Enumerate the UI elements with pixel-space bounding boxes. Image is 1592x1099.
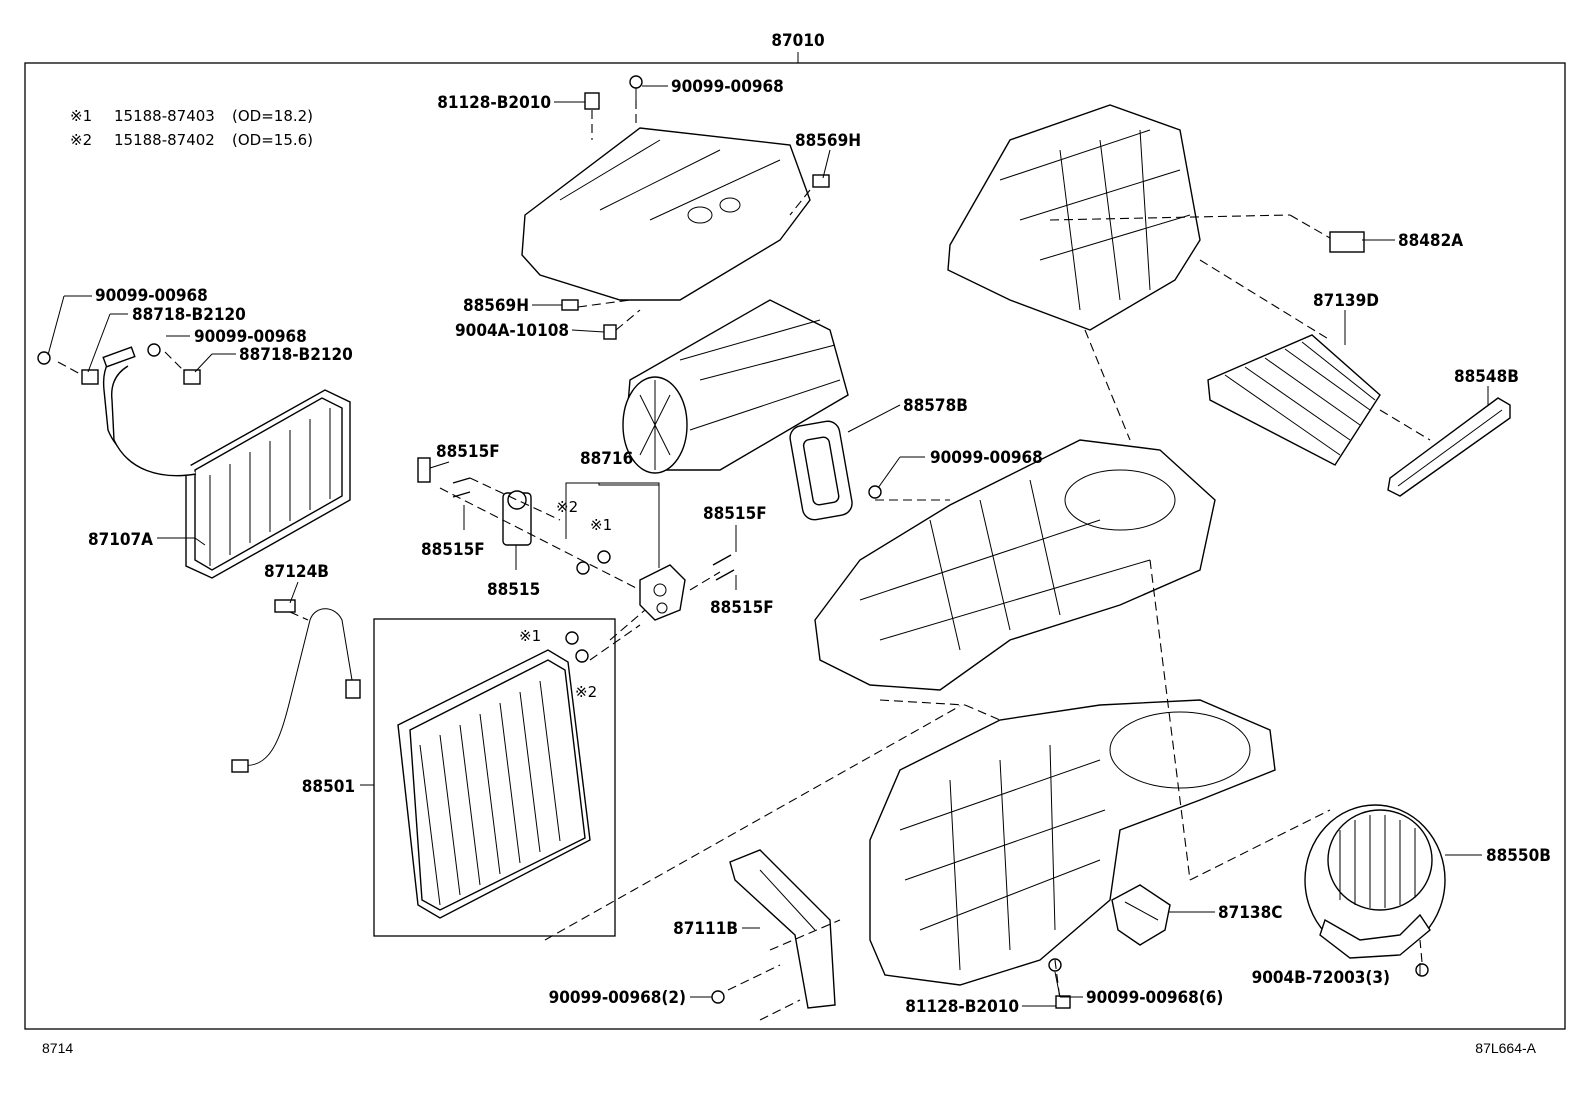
center-case	[814, 439, 1216, 691]
callout-9004b-72003-3: 9004B-72003(3)	[1252, 968, 1390, 988]
callout-88515f-d: 88515F	[710, 598, 774, 618]
filter-cover-strip	[1387, 397, 1511, 497]
lower-case	[869, 699, 1276, 986]
callout-88501: 88501	[302, 777, 355, 797]
blower-cylinder-housing	[622, 299, 849, 474]
callout-90099-00968-mid: 90099-00968	[930, 448, 1043, 468]
callout-88550b: 88550B	[1486, 846, 1551, 866]
callout-90099-00968-6: 90099-00968(6)	[1086, 988, 1223, 1008]
callout-90099-00968-left-b: 90099-00968	[194, 327, 307, 347]
leader-lines	[47, 85, 1489, 1007]
evaporator	[397, 649, 591, 919]
expansion-valve	[502, 490, 532, 546]
callout-87139d: 87139D	[1313, 291, 1379, 311]
callout-88515f-b: 88515F	[421, 540, 485, 560]
callout-mark-1-valve: ※1	[590, 516, 612, 534]
callout-mark-2-evap: ※2	[575, 683, 597, 701]
blower-resistor	[1111, 884, 1171, 946]
callout-87111b: 87111B	[673, 919, 738, 939]
callout-87107a: 87107A	[88, 530, 153, 550]
note-2-mark: ※2	[70, 131, 92, 149]
note-1-spec: (OD=18.2)	[232, 107, 313, 125]
assembly-lines	[57, 100, 1431, 1021]
blower-motor	[1304, 804, 1446, 959]
callout-mark-2-valve: ※2	[556, 498, 578, 516]
callout-87124b: 87124B	[264, 562, 329, 582]
callout-88569h-left: 88569H	[463, 296, 529, 316]
upper-air-duct	[521, 127, 811, 301]
callout-90099-00968-top: 90099-00968	[671, 77, 784, 97]
callout-mark-1-evap: ※1	[519, 627, 541, 645]
callout-88578b: 88578B	[903, 396, 968, 416]
callout-87138c: 87138C	[1218, 903, 1282, 923]
callout-88548b: 88548B	[1454, 367, 1519, 387]
footer-right-code: 87L664-A	[1475, 1040, 1536, 1056]
note-2-part: 15188-87402	[114, 131, 215, 149]
callout-81128-b2010-top: 81128-B2010	[437, 93, 551, 113]
callout-9004a-10108: 9004A-10108	[455, 321, 569, 341]
callout-labels: 81128-B2010 90099-00968 88569H 88569H 90…	[88, 77, 1551, 1017]
note-1-mark: ※1	[70, 107, 92, 125]
callout-88482a: 88482A	[1398, 231, 1463, 251]
notes: ※1 15188-87403 (OD=18.2) ※2 15188-87402 …	[70, 107, 313, 149]
evaporator-box	[373, 618, 616, 937]
top-assembly-label: 87010	[771, 31, 824, 51]
callout-88569h-top: 88569H	[795, 131, 861, 151]
callout-88515f-c: 88515F	[703, 504, 767, 524]
foot-duct	[729, 849, 836, 1009]
callout-81128-b2010-bottom: 81128-B2010	[905, 997, 1019, 1017]
heater-core	[102, 346, 351, 579]
seal-packing	[789, 420, 853, 521]
callout-88718-b2120-a: 88718-B2120	[132, 305, 246, 325]
wire-harness	[231, 599, 361, 773]
callout-88718-b2120-b: 88718-B2120	[239, 345, 353, 365]
callout-90099-00968-left-a: 90099-00968	[95, 286, 208, 306]
valve-block-88716	[639, 564, 686, 621]
note-1-part: 15188-87403	[114, 107, 215, 125]
callout-88716: 88716	[580, 449, 633, 469]
callout-88515f-a: 88515F	[436, 442, 500, 462]
footer-left-code: 8714	[42, 1040, 73, 1056]
callout-90099-00968-2: 90099-00968(2)	[549, 988, 686, 1008]
cabin-air-filter	[1207, 334, 1381, 466]
note-2-spec: (OD=15.6)	[232, 131, 313, 149]
callout-88515: 88515	[487, 580, 540, 600]
diagram-frame	[24, 62, 1566, 1030]
upper-case-right	[947, 104, 1201, 331]
